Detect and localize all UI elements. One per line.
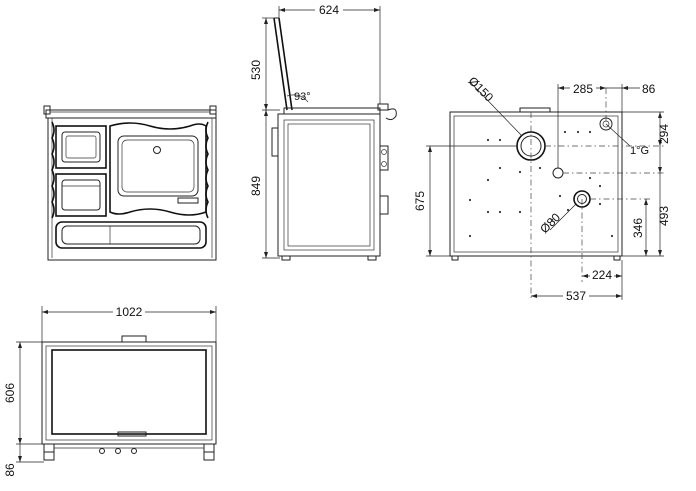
top-view: 1022 606 86	[3, 305, 217, 477]
back-view: Ø150 1°G Ø80	[413, 74, 671, 303]
top-depth-dim: 606	[3, 383, 17, 403]
back-small-diameter-dim: Ø80	[537, 210, 563, 236]
side-depth-dim: 624	[319, 3, 339, 17]
back-dim-493: 493	[657, 206, 671, 226]
back-flue-diameter-dim: Ø150	[465, 74, 496, 105]
back-offset-top-dim: 285	[573, 82, 593, 96]
back-dim-346: 346	[631, 218, 645, 238]
back-screws	[468, 130, 614, 238]
front-view	[43, 105, 217, 261]
side-lid-angle-label: 93°	[294, 91, 311, 103]
side-view: 93° 624 530	[249, 3, 397, 261]
top-feet-dim: 86	[3, 463, 17, 477]
back-offset-right-dim: 86	[642, 82, 656, 96]
top-width-dim: 1022	[116, 305, 143, 319]
oven-knob-icon	[153, 146, 161, 154]
side-handle-icon	[385, 108, 397, 121]
back-dim-294: 294	[657, 124, 671, 144]
side-height-dim: 849	[249, 176, 263, 196]
bottom-drawer	[55, 221, 207, 249]
back-dim-224: 224	[592, 268, 612, 282]
side-lid-height-dim: 530	[249, 60, 263, 80]
back-height-dim: 675	[413, 191, 427, 211]
firebox-door	[55, 125, 107, 169]
back-pipe-angle-label: 1°G	[630, 145, 649, 157]
oven-door	[109, 122, 207, 216]
ash-door	[55, 173, 107, 217]
back-dim-537: 537	[566, 289, 586, 303]
